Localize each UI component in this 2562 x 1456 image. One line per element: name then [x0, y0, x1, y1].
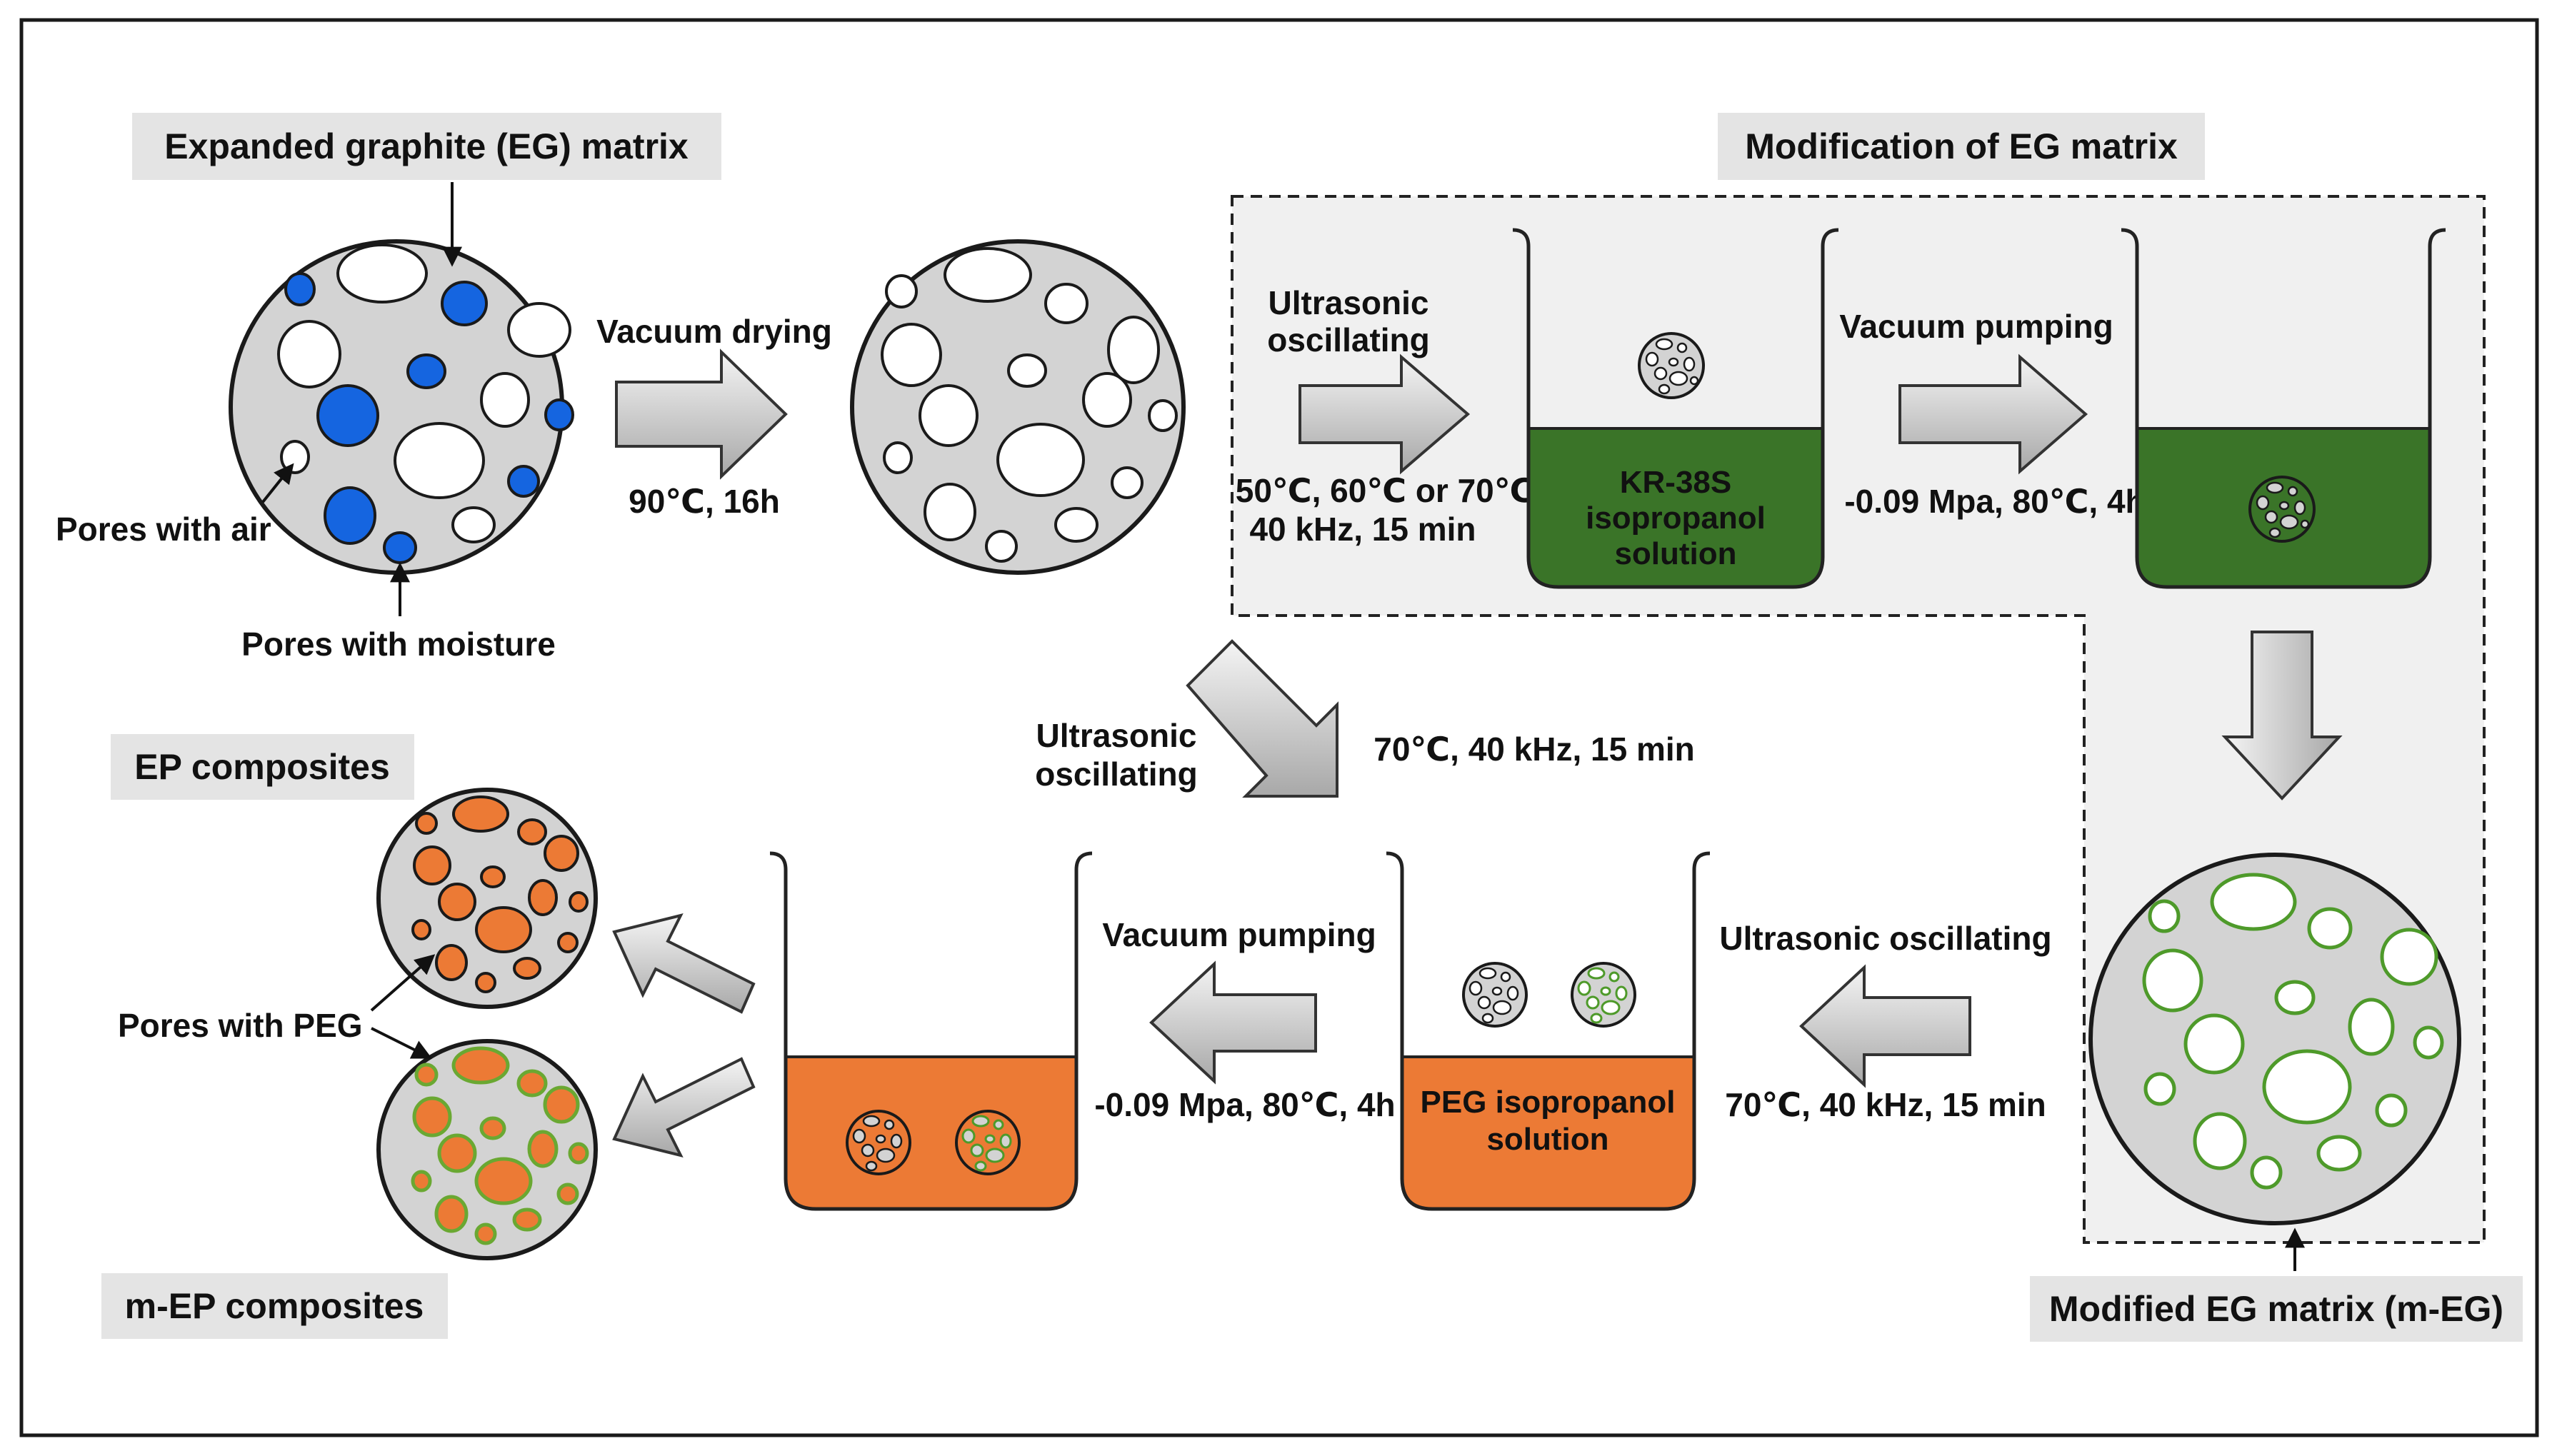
peg-pointer-arrow-ep [370, 954, 436, 1012]
beaker-peg-line-2: solution [1486, 1122, 1608, 1157]
eg-matrix-particle [229, 239, 574, 575]
step-vacuum-drying-title: Vacuum drying [596, 313, 832, 350]
air-pores [277, 243, 571, 543]
step-vacuum-mod-title: Vacuum pumping [1839, 308, 2113, 345]
step-vacuum-peg-cond: -0.09 Mpa, 80℃, 4h [1094, 1086, 1395, 1123]
outer-frame [19, 18, 2539, 1437]
heading-eg-matrix: Expanded graphite (EG) matrix [132, 113, 721, 180]
arrow-vacuum-peg [1149, 960, 1317, 1085]
arrow-vacuum-drying [615, 348, 788, 480]
beaker-peg: PEG isopropanol solution [1386, 851, 1711, 1211]
beaker-kr38s-line-3: solution [1614, 536, 1736, 571]
final-beaker-meg-particle [955, 1110, 1021, 1175]
arrow-to-mep [612, 1057, 756, 1158]
moisture-pores [284, 272, 574, 564]
immersed-eg-particle [2248, 476, 2316, 543]
svg-text:Modification of EG matrix: Modification of EG matrix [1745, 126, 2178, 166]
heading-meg-matrix: Modified EG matrix (m-EG) [2030, 1276, 2523, 1342]
heading-ep-composites: EP composites [111, 734, 414, 800]
peg-beaker-meg-particle [1571, 962, 1636, 1028]
dried-eg-particle [850, 239, 1186, 575]
svg-text:Expanded graphite (EG) matrix: Expanded graphite (EG) matrix [164, 126, 689, 166]
ep-composite-particle [376, 788, 598, 1009]
step-ultra-peg-cond: 70℃, 40 kHz, 15 min [1725, 1086, 2046, 1123]
heading-modification: Modification of EG matrix [1718, 113, 2205, 180]
arrow-ultrasonic-diagonal [1186, 639, 1338, 798]
label-pores-air: Pores with air [56, 511, 271, 548]
arrow-vacuum-modification [1898, 353, 2088, 475]
air-pointer-arrow [261, 463, 294, 503]
step-vacuum-peg-title: Vacuum pumping [1102, 916, 1376, 953]
beaker-kr38s-line-1: KR-38S [1620, 465, 1732, 500]
peg-pointer-arrow-mep [371, 1027, 433, 1059]
final-beaker-eg-particle [846, 1110, 911, 1175]
beaker-modified [2121, 228, 2446, 589]
svg-text:m-EP composites: m-EP composites [125, 1286, 424, 1326]
arrow-to-ep [612, 913, 756, 1014]
beaker-kr38s: KR-38S isopropanol solution [1512, 228, 1839, 589]
step-ultra-mod-title-1: Ultrasonic [1269, 284, 1429, 321]
step-vacuum-drying-cond: 90℃, 16h [629, 483, 780, 520]
peg-beaker-eg-particle [1462, 962, 1528, 1028]
svg-text:EP composites: EP composites [134, 747, 390, 787]
heading-mep-composites: m-EP composites [101, 1273, 448, 1339]
label-pores-peg: Pores with PEG [118, 1007, 363, 1044]
step-vacuum-mod-cond: -0.09 Mpa, 80℃, 4h [1844, 483, 2145, 520]
suspended-eg-particle [1638, 332, 1705, 399]
arrow-ultrasonic-peg [1799, 964, 1971, 1088]
step-ultra-peg-title: Ultrasonic oscillating [1719, 920, 2051, 957]
step-ultra-mod-cond-2: 40 kHz, 15 min [1249, 511, 1476, 548]
step-ultra-mod-cond-1: 50℃, 60℃ or 70℃, [1236, 472, 1543, 509]
label-pores-moisture: Pores with moisture [241, 626, 556, 663]
step-ultra-mid-title-1: Ultrasonic [1036, 717, 1197, 754]
svg-text:Modified EG matrix (m-EG): Modified EG matrix (m-EG) [2049, 1289, 2503, 1329]
step-ultra-mid-title-2: oscillating [1035, 755, 1197, 793]
beaker-final [769, 851, 1093, 1211]
beaker-kr38s-line-2: isopropanol [1586, 501, 1766, 536]
modified-eg-particle [2088, 853, 2461, 1225]
arrow-down-to-meg [2221, 631, 2343, 800]
mep-composite-particle [376, 1039, 598, 1260]
beaker-peg-line-1: PEG isopropanol [1421, 1085, 1676, 1120]
step-ultra-mid-cond: 70℃, 40 kHz, 15 min [1373, 730, 1694, 768]
arrow-ultrasonic-modification [1298, 353, 1471, 475]
step-ultra-mod-title-2: oscillating [1267, 321, 1429, 358]
